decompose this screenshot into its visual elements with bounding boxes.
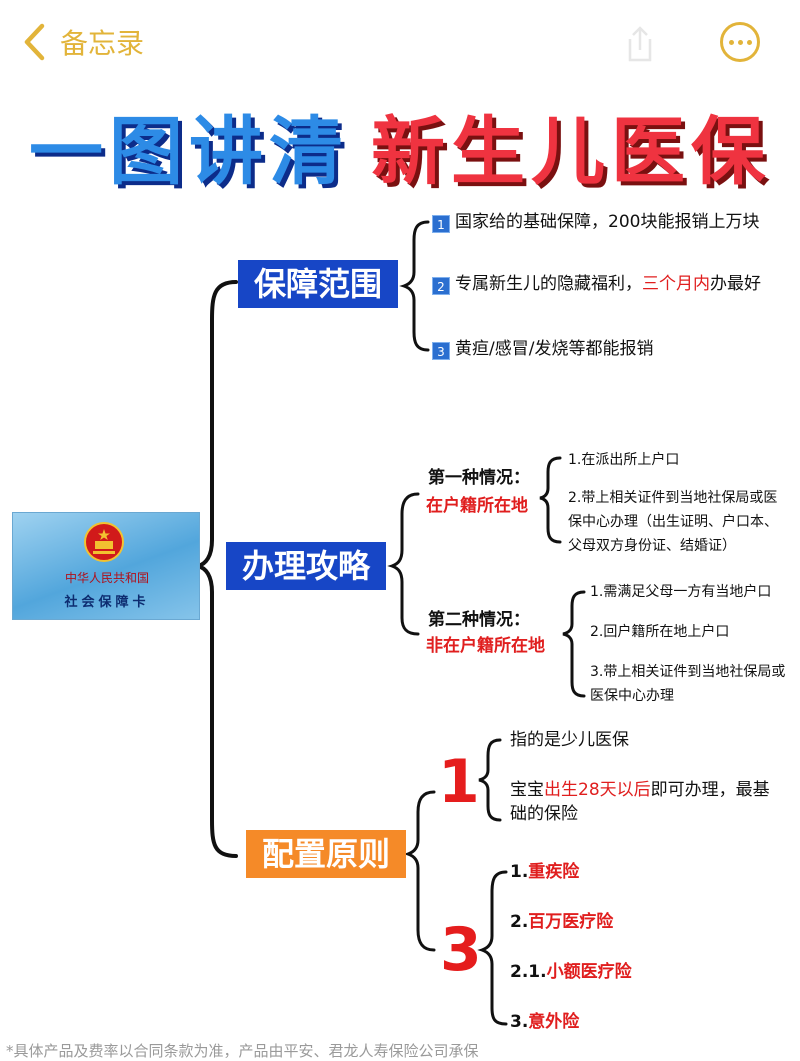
case2-step-2: 2.回户籍所在地上户口 [590,624,730,640]
number-badge: 1 [432,215,450,233]
case2-subtitle: 非在户籍所在地 [426,636,545,656]
more-icon[interactable] [720,22,760,62]
title-part1: 一图讲清 [29,109,349,195]
case1-subtitle: 在户籍所在地 [426,496,528,516]
back-label: 备忘录 [60,27,145,60]
case2-title: 第二种情况： [428,610,530,630]
insurance-item-3: 2.1.小额医疗险 [510,962,632,982]
group1-item-1: 指的是少儿医保 [510,730,629,750]
case2-step-3: 3.带上相关证件到当地社保局或医保中心办理 [590,664,786,704]
chevron-left-icon [24,23,45,61]
social-security-card-image: 中华人民共和国 社会保障卡 [12,512,200,620]
emblem-icon [84,522,124,562]
case1-step-1: 1.在派出所上户口 [568,452,680,468]
category-principles: 配置原则 [246,830,406,878]
group1-item-2: 宝宝出生28天以后即可办理，最基础的保险 [510,780,770,824]
share-icon[interactable] [618,24,656,64]
insurance-item-4: 3.意外险 [510,1012,580,1032]
insurance-item-2: 2.百万医疗险 [510,912,614,932]
number-badge: 2 [432,277,450,295]
group-number-3: 3 [440,915,482,985]
card-line1: 中华人民共和国 [64,571,149,585]
case2-step-1: 1.需满足父母一方有当地户口 [590,584,772,600]
case1-title: 第一种情况： [428,468,530,488]
case1-step-2: 2.带上相关证件到当地社保局或医保中心办理（出生证明、户口本、父母双方身份证、结… [568,490,778,554]
back-button[interactable]: 备忘录 [22,22,144,62]
title-part2: 新生儿医保 [371,109,771,195]
card-line2: 社会保障卡 [64,595,150,610]
category-guide: 办理攻略 [226,542,386,590]
insurance-item-1: 1.重疾险 [510,862,580,882]
number-badge: 3 [432,342,450,360]
group-number-1: 1 [438,747,480,817]
footer-disclaimer: *具体产品及费率以合同条款为准，产品由平安、君龙人寿保险公司承保 [6,1042,479,1060]
category-coverage: 保障范围 [238,260,398,308]
page-title: 一图讲清新生儿医保 [0,92,800,199]
top-bar: 备忘录 [0,0,800,80]
